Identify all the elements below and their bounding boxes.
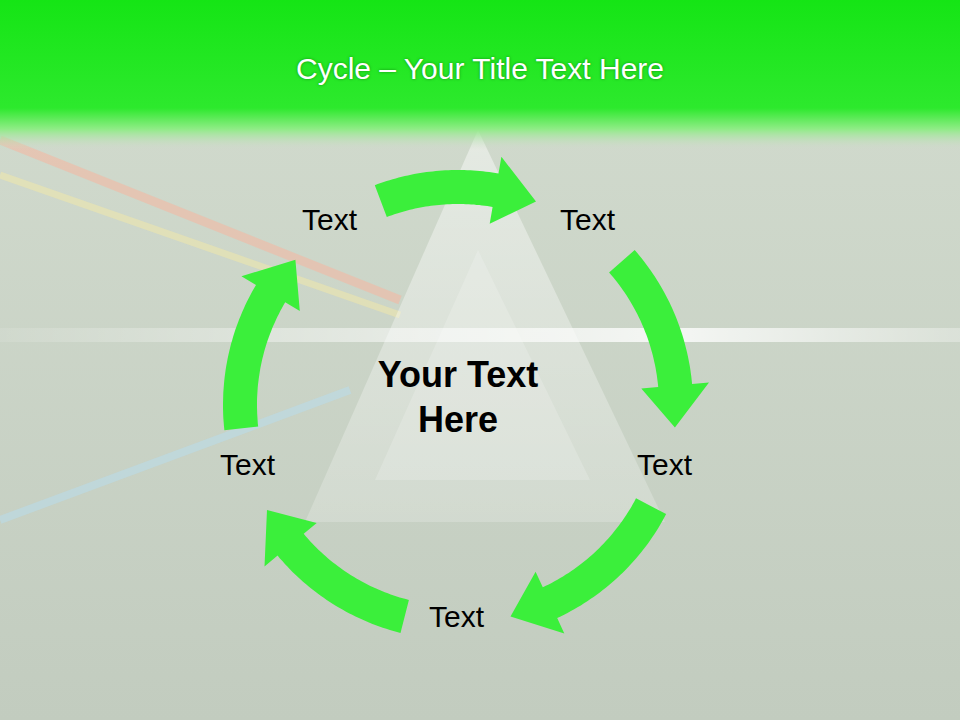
cycle-step: Text [421,596,492,638]
cycle-arrow [223,260,300,431]
cycle-arrow [265,510,409,633]
cycle-arrow [511,498,667,633]
center-text: Your Text Here [348,352,568,442]
cycle-arrow [609,250,709,427]
step-label: Text [637,448,692,482]
prism-triangle [305,130,665,522]
light-streak [0,390,350,520]
step-label: Text [560,203,615,237]
step-label: Text [302,203,357,237]
cycle-step: Text [552,199,623,241]
cycle-arrow [375,157,536,224]
cycle-step: Text [212,444,283,486]
title: Cycle – Your Title Text Here [0,52,960,86]
cycle-step: Text [294,199,365,241]
light-streak [0,175,400,315]
light-streak [0,140,400,300]
cycle-step: Text [629,444,700,486]
header-bar [0,0,960,150]
step-label: Text [220,448,275,482]
step-label: Text [429,600,484,634]
